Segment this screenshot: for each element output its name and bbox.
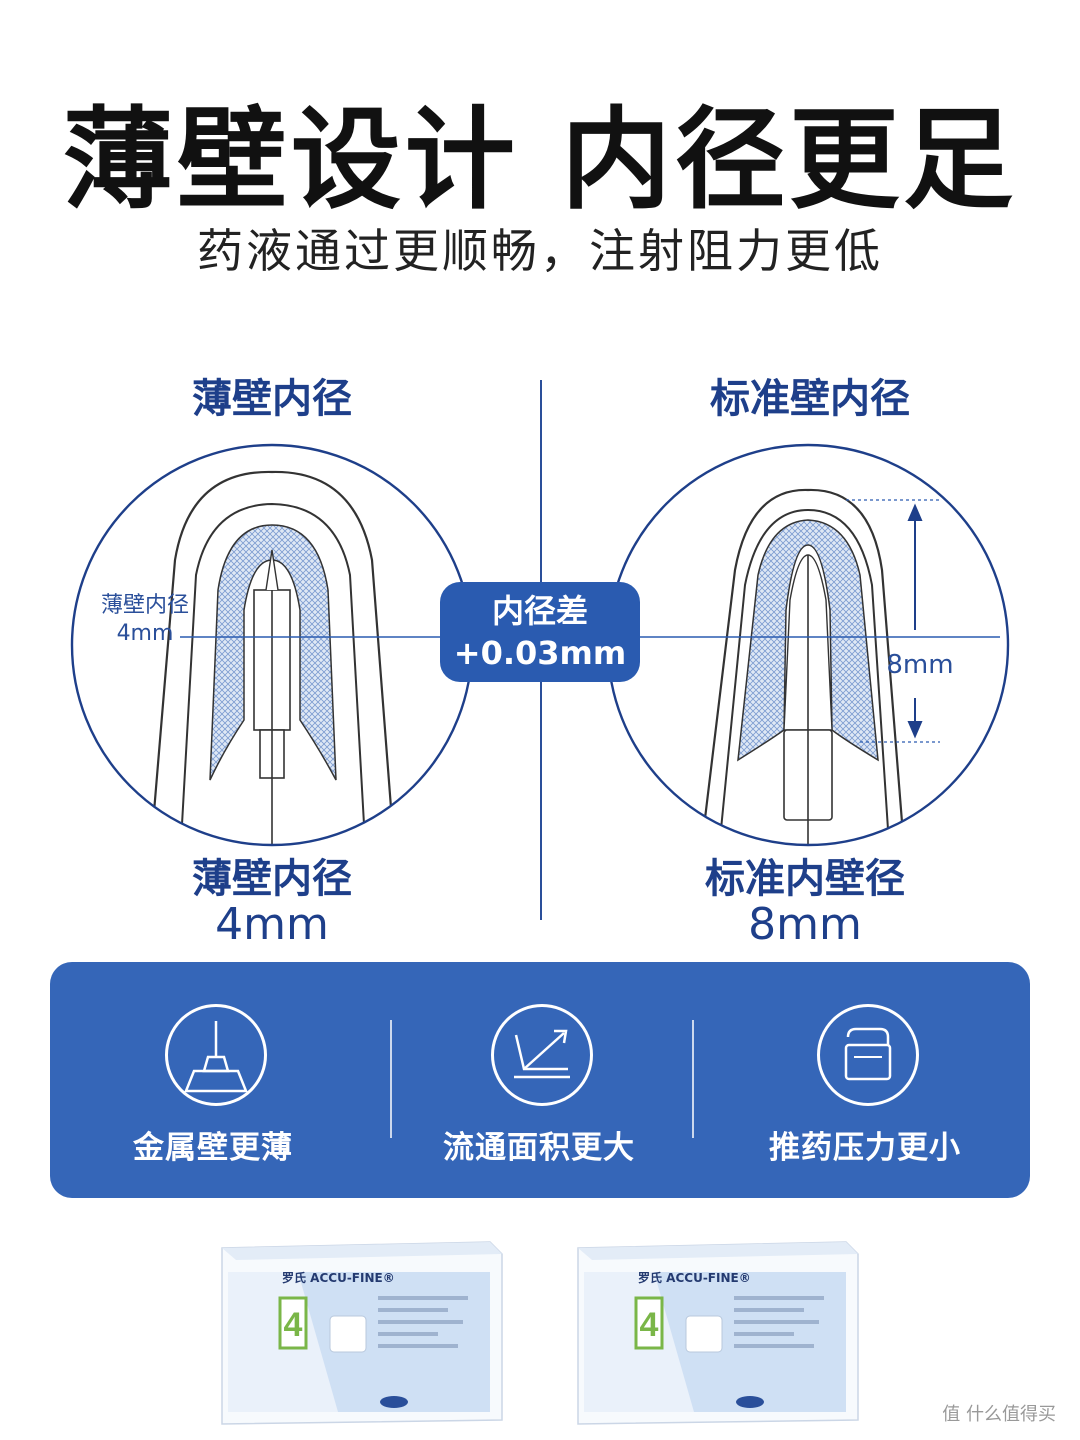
feature-low-pressure-label: 推药压力更小 [769, 1130, 961, 1166]
right-bottom-heading: 标准内壁径 [705, 856, 905, 902]
dimension-arrow [907, 503, 923, 739]
right-bottom-value: 8mm [748, 899, 862, 950]
feature-flow-area-label: 流通面积更大 [443, 1130, 635, 1166]
left-bottom-caption: 薄壁内径 4mm [122, 856, 422, 948]
left-bottom-heading: 薄壁内径 [192, 856, 352, 902]
product-size-text: 4 [284, 1306, 303, 1344]
flow-arrow-icon [491, 1004, 593, 1106]
feature-panel: 金属壁更薄 流通面积更大 推药压力更小 [50, 962, 1030, 1198]
feature-low-pressure: 推药压力更小 [702, 962, 1028, 1198]
left-top-heading: 薄壁内径 [192, 376, 352, 422]
watermark: 值 什么值得买 [942, 1404, 1056, 1425]
left-callout-value: 4mm [116, 621, 174, 646]
pressure-box-icon [817, 1004, 919, 1106]
right-top-heading: 标准壁内径 [710, 376, 910, 422]
feature-divider [692, 1020, 694, 1138]
feature-thin-wall-label: 金属壁更薄 [133, 1130, 293, 1166]
page-subtitle: 药液通过更顺畅，注射阻力更低 [197, 224, 883, 278]
standard-wall-needle-illustration [608, 445, 1008, 845]
right-bottom-caption: 标准内壁径 8mm [655, 856, 955, 948]
page-title: 薄壁设计 内径更足 [62, 96, 1018, 224]
feature-flow-area: 流通面积更大 [376, 962, 702, 1198]
product-size-text: 4 [640, 1306, 659, 1344]
badge-line2: +0.03mm [453, 634, 627, 672]
needle-hub-icon [165, 1004, 267, 1106]
thin-wall-needle-illustration [72, 445, 472, 845]
comparison-diagram-svg [70, 380, 1010, 920]
comparison-diagram [0, 360, 1080, 960]
right-dimension-label: 8mm [886, 650, 954, 680]
product-box: 4 罗氏 ACCU-FINE® [218, 1232, 504, 1432]
product-box: 4 罗氏 ACCU-FINE® [574, 1232, 860, 1432]
feature-thin-wall: 金属壁更薄 [50, 962, 376, 1198]
product-brand: 罗氏 ACCU-FINE® [638, 1270, 751, 1285]
badge-line1: 内径差 [491, 592, 588, 630]
left-callout: 薄壁内径 4mm [80, 592, 210, 648]
feature-divider [390, 1020, 392, 1138]
left-callout-label: 薄壁内径 [100, 593, 189, 618]
difference-badge-text: 内径差 +0.03mm [440, 590, 640, 674]
product-brand: 罗氏 ACCU-FINE® [282, 1270, 395, 1285]
difference-badge [440, 582, 640, 682]
left-bottom-value: 4mm [215, 899, 329, 950]
